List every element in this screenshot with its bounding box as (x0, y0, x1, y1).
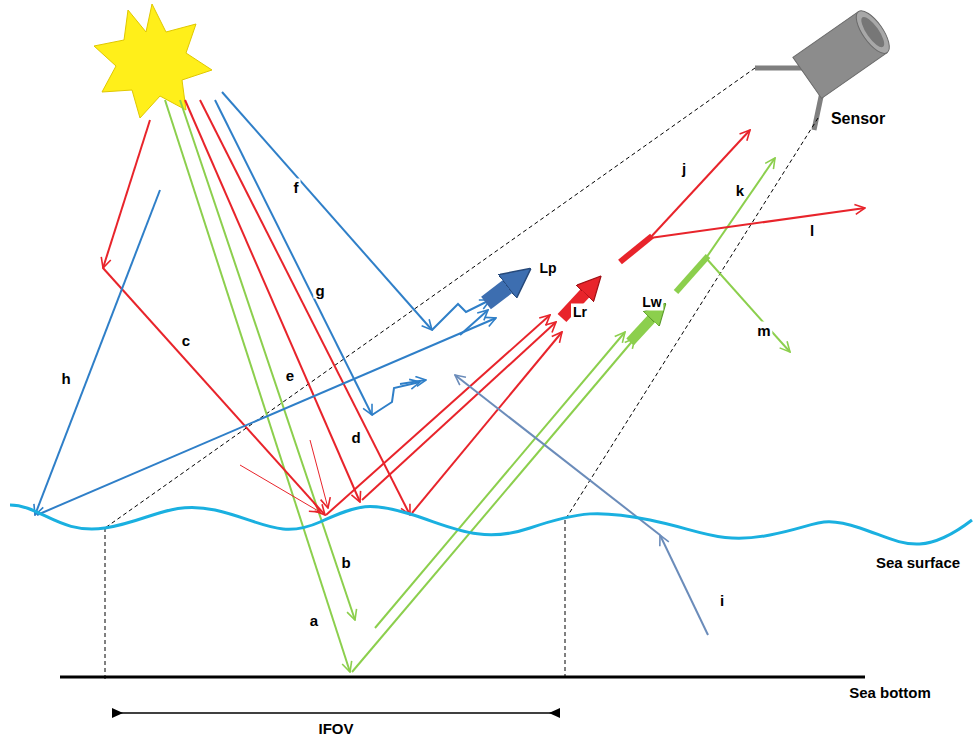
region-label: Sea bottom (847, 684, 933, 701)
ifov-arrow (112, 712, 560, 714)
ray-letter: k (734, 182, 746, 199)
blue-rays (35, 92, 496, 515)
radiance-label: Lp (537, 260, 558, 277)
ray-letter: f (292, 179, 301, 196)
ray-letter: i (718, 592, 726, 609)
sun (94, 4, 212, 118)
dimension-label: IFOV (316, 719, 355, 736)
green-rays (165, 100, 790, 672)
radiance-label: Lw (640, 294, 663, 311)
sensor-label: Sensor (829, 110, 887, 127)
ray-letter: m (755, 322, 772, 339)
sensor-symbol (755, 6, 895, 130)
lp-arrow (486, 283, 512, 303)
lw-arrow (630, 316, 654, 342)
green-thick (676, 256, 708, 292)
sea-surface-wave (10, 505, 972, 544)
ray-i (455, 375, 708, 635)
ray-letter: g (313, 282, 326, 299)
ray-letter: j (680, 160, 688, 177)
ray-letter: d (349, 429, 362, 446)
red-thick (620, 236, 652, 262)
ray-letter: a (308, 612, 320, 629)
ray-letter: c (180, 332, 192, 349)
ray-letter: h (59, 370, 72, 387)
radiance-label: Lr (571, 304, 589, 321)
region-label: Sea surface (874, 554, 962, 571)
fov-lines (105, 68, 818, 680)
red-rays (103, 100, 865, 515)
ray-letter: l (808, 222, 816, 239)
ray-letter: b (339, 554, 352, 571)
ray-letter: e (284, 367, 296, 384)
sea-bottom-line (60, 676, 865, 679)
